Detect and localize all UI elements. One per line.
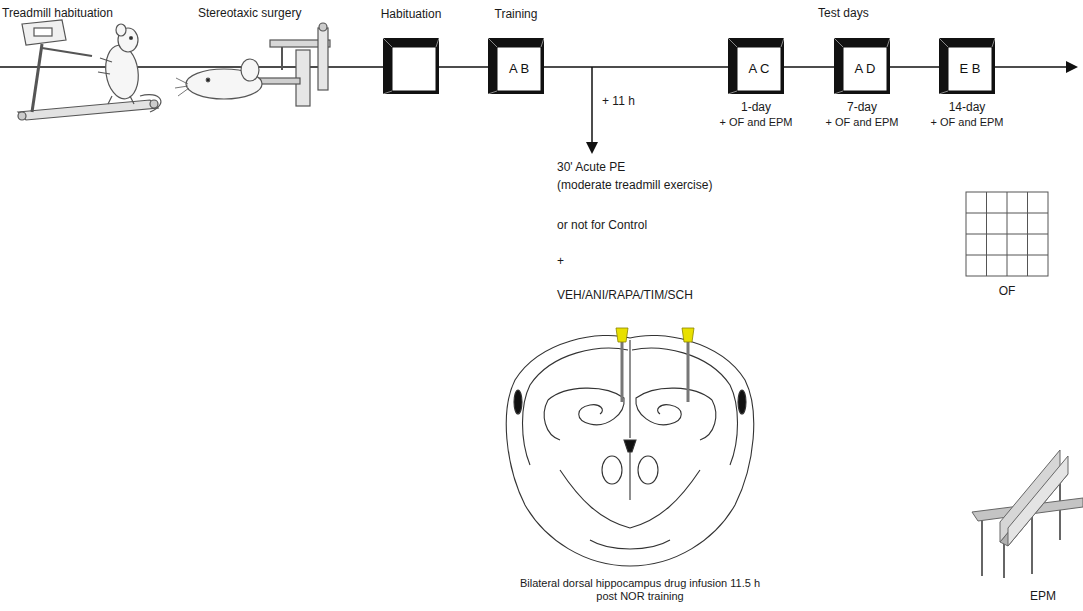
stereotaxic-illustration	[175, 23, 330, 106]
timeline-connector	[439, 66, 488, 68]
annotation-label: Stereotaxic surgery	[198, 6, 301, 20]
cube-box: E B14-day+ OF and EPM	[939, 38, 995, 94]
annotation-label: or not for Control	[557, 218, 647, 232]
annotation-label: Test days	[818, 6, 869, 20]
annotation-label: (moderate treadmill exercise)	[557, 178, 712, 192]
branch-line	[591, 67, 593, 146]
cannulae	[616, 328, 694, 402]
annotation-label: 30' Acute PE	[557, 160, 625, 174]
test-note: + OF and EPM	[719, 115, 792, 129]
annotation-label: Treadmill habituation	[2, 6, 113, 20]
cube-box: A D7-day+ OF and EPM	[834, 38, 890, 94]
annotation-label: OF	[999, 284, 1016, 298]
stage-heading: Training	[495, 7, 538, 21]
brain-section	[506, 335, 753, 566]
elevated-plus-maze	[972, 450, 1083, 578]
timeline-arrowhead	[1066, 61, 1078, 73]
test-note: 14-day	[949, 100, 986, 114]
annotation-label: +	[557, 254, 564, 268]
test-note: + OF and EPM	[930, 115, 1003, 129]
context-label: E B	[948, 47, 992, 91]
annotation-label: VEH/ANI/RAPA/TIM/SCH	[557, 288, 693, 302]
cube-box: Habituation	[383, 38, 439, 94]
branch-arrowhead	[586, 142, 598, 154]
test-note: 1-day	[741, 100, 771, 114]
annotation-label: EPM	[1030, 589, 1056, 603]
timeline-line	[0, 66, 392, 68]
context-label: A B	[497, 47, 541, 91]
stage-heading: Habituation	[381, 7, 442, 21]
cube-box: TrainingA B	[488, 38, 544, 94]
timeline-connector	[890, 66, 939, 68]
annotation-label: Bilateral dorsal hippocampus drug infusi…	[510, 577, 770, 603]
cube-box: A C1-day+ OF and EPM	[728, 38, 784, 94]
timeline-connector	[544, 66, 728, 68]
timeline-connector	[784, 66, 834, 68]
context-label: A C	[737, 47, 781, 91]
timeline-line	[990, 66, 1072, 68]
cube-outline	[383, 38, 439, 94]
test-note: + OF and EPM	[825, 115, 898, 129]
annotation-label: + 11 h	[602, 94, 635, 108]
test-note: 7-day	[847, 100, 877, 114]
context-label: A D	[843, 47, 887, 91]
treadmill-illustration	[18, 20, 161, 120]
open-field-grid	[966, 192, 1048, 276]
